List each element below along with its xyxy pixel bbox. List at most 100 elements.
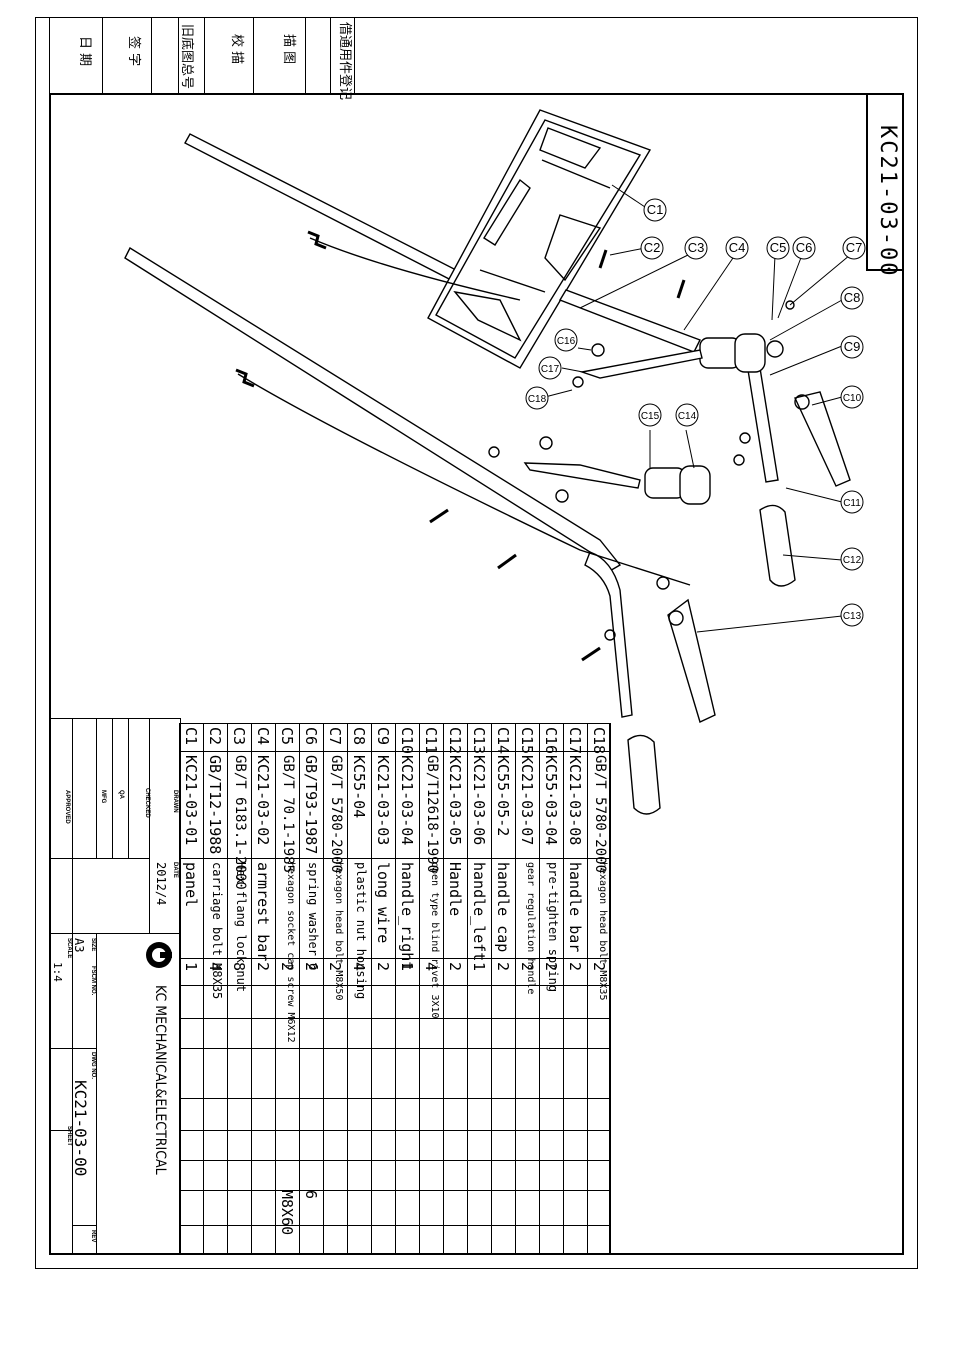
svg-text:C11: C11 [843, 498, 861, 509]
bom-code-c4: KC21-03-02 [254, 755, 272, 846]
bom-name-c8: plastic nut housing [354, 862, 368, 1000]
bom-qty-c10: 1 [398, 962, 416, 972]
handle-left [667, 598, 716, 723]
bom-item-c15: C15 [518, 727, 536, 755]
label-sheet: SHEET [66, 1126, 72, 1147]
svg-text:C17: C17 [541, 364, 560, 375]
bom-qty-c18: 2 [590, 962, 608, 972]
outer-frame [35, 17, 918, 1269]
bom-code-c12: KC21-03-05 [446, 755, 464, 846]
bom-name-c9: long wire [374, 862, 392, 944]
svg-text:C15: C15 [641, 411, 660, 422]
bom-code-c14: KC55-05-2 [494, 755, 512, 837]
svg-text:C4: C4 [729, 240, 746, 255]
bom-qty-c7: 2 [326, 962, 344, 972]
bom-code-c9: KC21-03-03 [374, 755, 392, 846]
svg-text:C8: C8 [844, 290, 861, 305]
company-logo-icon [146, 942, 172, 968]
callout-circles: C1 C2 C3 C4 C5 C6 C7 C8 C9 C10 C11 C12 C… [525, 198, 866, 627]
label-drawn: DRAWN [172, 790, 178, 813]
svg-text:C10: C10 [843, 393, 862, 404]
dwg-value: KC21-03-00 [71, 1080, 90, 1177]
svg-text:C16: C16 [557, 336, 576, 347]
bom-item-c13: C13 [470, 727, 488, 755]
callout-c17: C17 [538, 356, 562, 380]
callout-c15: C15 [638, 403, 662, 427]
bom-item-c18: C18 [590, 727, 608, 755]
long-wire-1 [309, 237, 521, 301]
label-fscm: FSCM NO. [90, 966, 96, 996]
bom-name-c12: Handle [446, 862, 464, 917]
bom-name-c10: handle_right [398, 862, 416, 971]
bom-name-c17: handle bar [566, 862, 584, 953]
label-dwg: DWG NO. [90, 1052, 96, 1079]
bom-code-c17: KC21-03-08 [566, 755, 584, 846]
bom-name-c4: armrest bar [254, 862, 272, 962]
svg-text:C12: C12 [843, 555, 862, 566]
handle-right [794, 391, 851, 487]
bom-item-c9: C9 [374, 727, 392, 746]
scale-value: 1:4 [51, 962, 64, 982]
armrest-bar-right [558, 289, 779, 483]
bom-code-c5: GB/T 70.1-1985 [280, 755, 296, 874]
bom-qty-c14: 2 [494, 962, 512, 972]
bom-name-c16: pre-tighten spring [546, 862, 560, 993]
bom-code-c18: GB/T 5780-2000 [592, 755, 608, 874]
bom-name-c15: gear regulation handle [525, 862, 536, 995]
bom-qty-c5: 2 [278, 962, 296, 972]
label-size: SIZE [90, 938, 96, 952]
label-checked: CHECKED [144, 788, 150, 818]
grips [627, 504, 796, 815]
bom-code-c11: GB/T12618-1990 [424, 755, 440, 874]
svg-text:C1: C1 [647, 202, 664, 217]
bom-name-c6: spring washer 6 [306, 862, 320, 971]
bom-item-c17: C17 [566, 727, 584, 755]
bom-qty-c11: 4 [422, 962, 440, 972]
svg-text:C14: C14 [678, 411, 697, 422]
bom-name-c11: open type blind rivet 3X10 [429, 862, 440, 1019]
armrest-bar-upper [184, 133, 461, 283]
bom-name-c13: handle_left [470, 862, 488, 962]
date-value: 2012/4 [154, 862, 168, 906]
bom-qty-c2: 4 [206, 962, 224, 972]
callout-c4: C4 [725, 236, 749, 260]
bom-item-c5: C5 [278, 727, 296, 746]
svg-text:C5: C5 [770, 240, 787, 255]
company-name: KC MECHANICAL&ELECTRICAL [152, 985, 168, 1175]
callout-c9: C9 [840, 335, 864, 359]
svg-text:C3: C3 [688, 240, 705, 255]
bom-code-c16: KC55·03-04 [542, 755, 560, 846]
bom-name-c7: hexagon head bolt M8X50 [333, 862, 344, 1001]
svg-text:C18: C18 [528, 394, 547, 405]
label-date: DATE [172, 862, 178, 878]
callout-c11: C11 [840, 490, 864, 514]
bom-qty-c4: 2 [254, 962, 272, 972]
bom-item-c1: C1 [182, 727, 200, 746]
svg-text:C7: C7 [846, 240, 863, 255]
label-qa: QA [118, 790, 124, 799]
long-wire-2 [237, 373, 691, 586]
bom-code-c8: KC55-04 [350, 755, 368, 819]
svg-text:C2: C2 [644, 240, 661, 255]
bom-name-c5: hexagon socket cap screw M6X12 [285, 862, 296, 1043]
size-value: A3 [72, 938, 86, 953]
bom-code-c2: GB/T12-1988 [206, 755, 224, 855]
bom-code-c10: KC21-03-04 [398, 755, 416, 846]
bom-code-c13: KC21-03-06 [470, 755, 488, 846]
bom-qty-c1: 1 [182, 962, 200, 972]
bom-spec-c5: M8X60 [278, 1190, 296, 1236]
callout-c5: C5 [766, 236, 790, 260]
label-rev: REV [90, 1230, 96, 1243]
callout-c3: C3 [684, 236, 708, 260]
bom-qty-c15: 2 [518, 962, 536, 972]
bom-qty-c17: 2 [566, 962, 584, 972]
callout-c10: C10 [840, 385, 864, 409]
bom-qty-c12: 2 [446, 962, 464, 972]
bom-name-c2: carriage bolt M8X35 [210, 862, 224, 1000]
bom-name-c18: hexagon head bolt M8X35 [597, 862, 608, 1001]
bom-item-c8: C8 [350, 727, 368, 746]
bom-code-c7: GB/T 5780-2000 [328, 755, 344, 874]
handle-bar-left [124, 247, 633, 718]
callout-c13: C13 [840, 603, 864, 627]
